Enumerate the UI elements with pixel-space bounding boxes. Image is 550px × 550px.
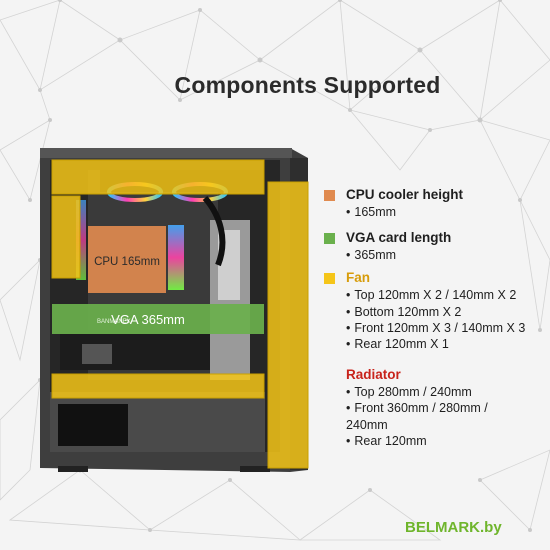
case-feet-left (58, 466, 88, 472)
vga-overlay-label: VGA 365mm (111, 312, 185, 327)
fan-zone-rear (51, 195, 81, 279)
psu-window (58, 404, 128, 446)
vga-length-heading: VGA card length (324, 229, 550, 247)
cpu-overlay-label: CPU 165mm (94, 256, 160, 268)
radiator-heading: Radiator (346, 367, 401, 383)
vga-length-value: •365mm (346, 248, 397, 263)
fan-zone-front (267, 181, 309, 469)
vga-zone-overlay (52, 304, 264, 334)
fan-heading: Fan (324, 269, 550, 287)
case-top-panel (40, 148, 292, 158)
cpu-zone-overlay (88, 226, 166, 293)
radiator-front-line: •Front 360mm / 280mm / 240mm (346, 401, 488, 432)
left-rgb-strip (76, 200, 86, 280)
fan-front-line: •Front 120mm X 3 / 140mm X 3 (346, 320, 526, 335)
fan-rear-line: •Rear 120mm X 1 (346, 337, 449, 352)
cooling-tube (202, 196, 226, 267)
radiator-rear-line: •Rear 120mm (346, 433, 427, 448)
fan-top-line: •Top 120mm X 2 / 140mm X 2 (346, 288, 517, 303)
fan-bottom-line: •Bottom 120mm X 2 (346, 304, 462, 319)
case-feet-right (240, 466, 270, 472)
vga-color-swatch (324, 233, 335, 245)
fan-zone-bottom (51, 373, 265, 399)
fan-zone-top (51, 159, 265, 195)
page-title: Components Supported (174, 72, 441, 98)
mb-brand-text: BANMANEX (97, 319, 131, 325)
cpu-color-swatch (324, 190, 335, 201)
fan-color-swatch (324, 273, 335, 285)
ram-sticks (168, 225, 184, 290)
radiator-top-line: •Top 280mm / 240mm (346, 385, 472, 400)
cpu-cooler-value: •165mm (346, 205, 397, 219)
cpu-cooler-heading: CPU cooler height (324, 186, 550, 204)
watermark-text: BELMARK.by (405, 519, 502, 536)
specs-panel: CPU cooler height •165mm VGA card length… (324, 186, 550, 449)
